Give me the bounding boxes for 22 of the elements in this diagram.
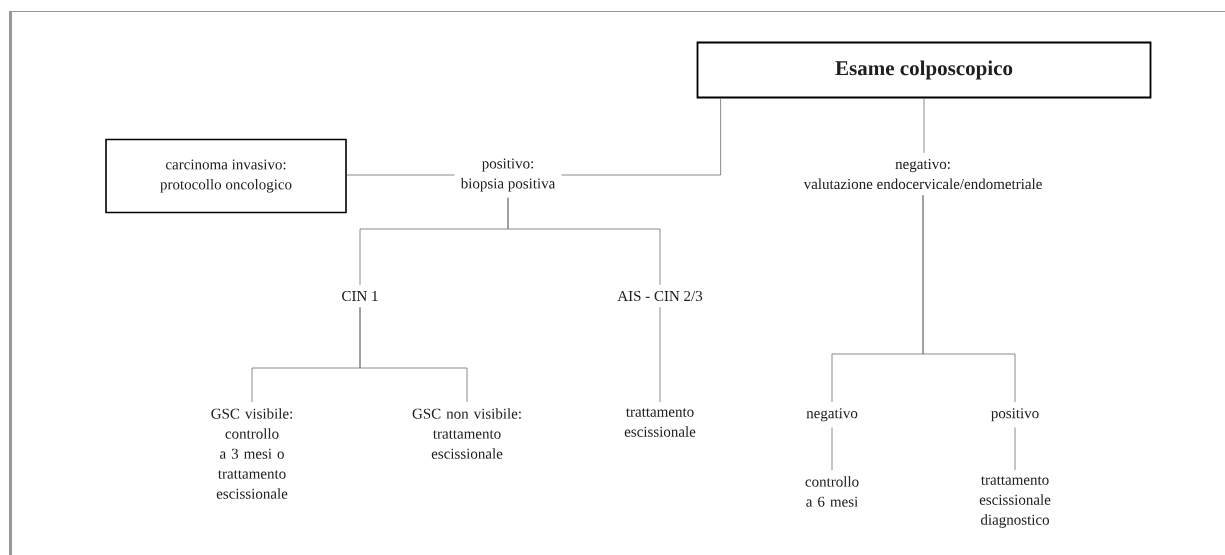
step-label: GSC non visibile: trattamento escissionale [412, 408, 521, 459]
connector-line [507, 197, 661, 286]
outcome-box: carcinoma invasivo: protocollo oncologico [105, 138, 347, 214]
step-label: positivo: biopsia positiva [460, 158, 556, 192]
title-box: Esame colposcopico [696, 41, 1152, 99]
connector-line [831, 427, 833, 471]
connector-line [923, 98, 925, 154]
step-label: trattamento escissionale [624, 408, 696, 437]
connector-line [922, 194, 1016, 403]
connector-line [659, 306, 661, 403]
step-label: GSC visibile: controllo a 3 mesi o trattamento escissionale [211, 408, 293, 499]
step-label: CIN 1 [342, 290, 378, 302]
connector-line [359, 306, 468, 403]
step-label: AIS - CIN 2/3 [617, 290, 703, 302]
step-label: controllo a 6 mesi [805, 476, 859, 507]
connector-line [1014, 427, 1016, 471]
step-label: positivo [991, 408, 1039, 422]
step-label: negativo: valutazione endocervicale/endometriale [803, 158, 1042, 190]
step-label: negativo [806, 408, 858, 422]
step-label: trattamento escissionale diagnostico [979, 476, 1051, 528]
connector-line [561, 98, 721, 176]
connector-line [346, 174, 455, 176]
